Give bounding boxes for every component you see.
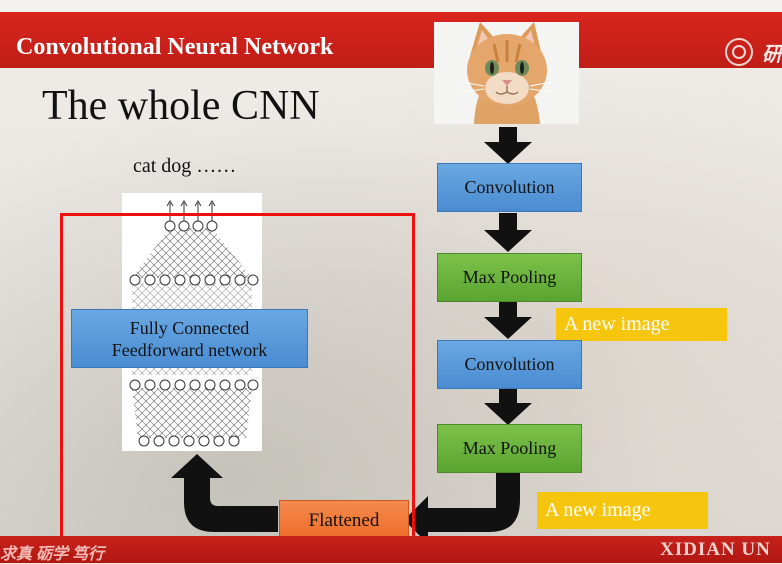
convolution-box-1: Convolution (437, 163, 582, 212)
fully-connected-line1: Fully Connected (129, 317, 250, 338)
top-strip (0, 0, 782, 12)
header-bar: Convolutional Neural Network 研 (0, 12, 782, 68)
down-arrow-icon (484, 302, 532, 339)
output-classes-label: cat dog …… (133, 155, 237, 177)
footer-bar: 求真 砺学 笃行 XIDIAN UN (0, 536, 782, 563)
highlight-frame (60, 213, 415, 548)
fully-connected-box: Fully Connected Feedforward network (71, 309, 308, 368)
return-arrow-icon (404, 472, 520, 544)
new-image-note-2: A new image (537, 492, 708, 529)
cat-photo (434, 22, 579, 124)
footer-motto: 求真 砺学 笃行 (0, 546, 105, 563)
return-arrow-icon (171, 454, 278, 532)
max-pooling-box-2: Max Pooling (437, 424, 582, 473)
flattened-box: Flattened (279, 500, 409, 541)
slide-title: The whole CNN (42, 83, 320, 129)
header-title: Convolutional Neural Network (16, 34, 334, 60)
university-logo-icon (725, 38, 753, 66)
down-arrow-icon (484, 127, 532, 164)
footer-university-name: XIDIAN UN (660, 539, 771, 560)
header-calligraphy: 研 (762, 44, 782, 66)
fully-connected-line2: Feedforward network (111, 339, 268, 360)
new-image-note-1: A new image (556, 308, 727, 341)
max-pooling-box-1: Max Pooling (437, 253, 582, 302)
convolution-box-2: Convolution (437, 340, 582, 389)
down-arrow-icon (484, 388, 532, 425)
down-arrow-icon (484, 213, 532, 252)
